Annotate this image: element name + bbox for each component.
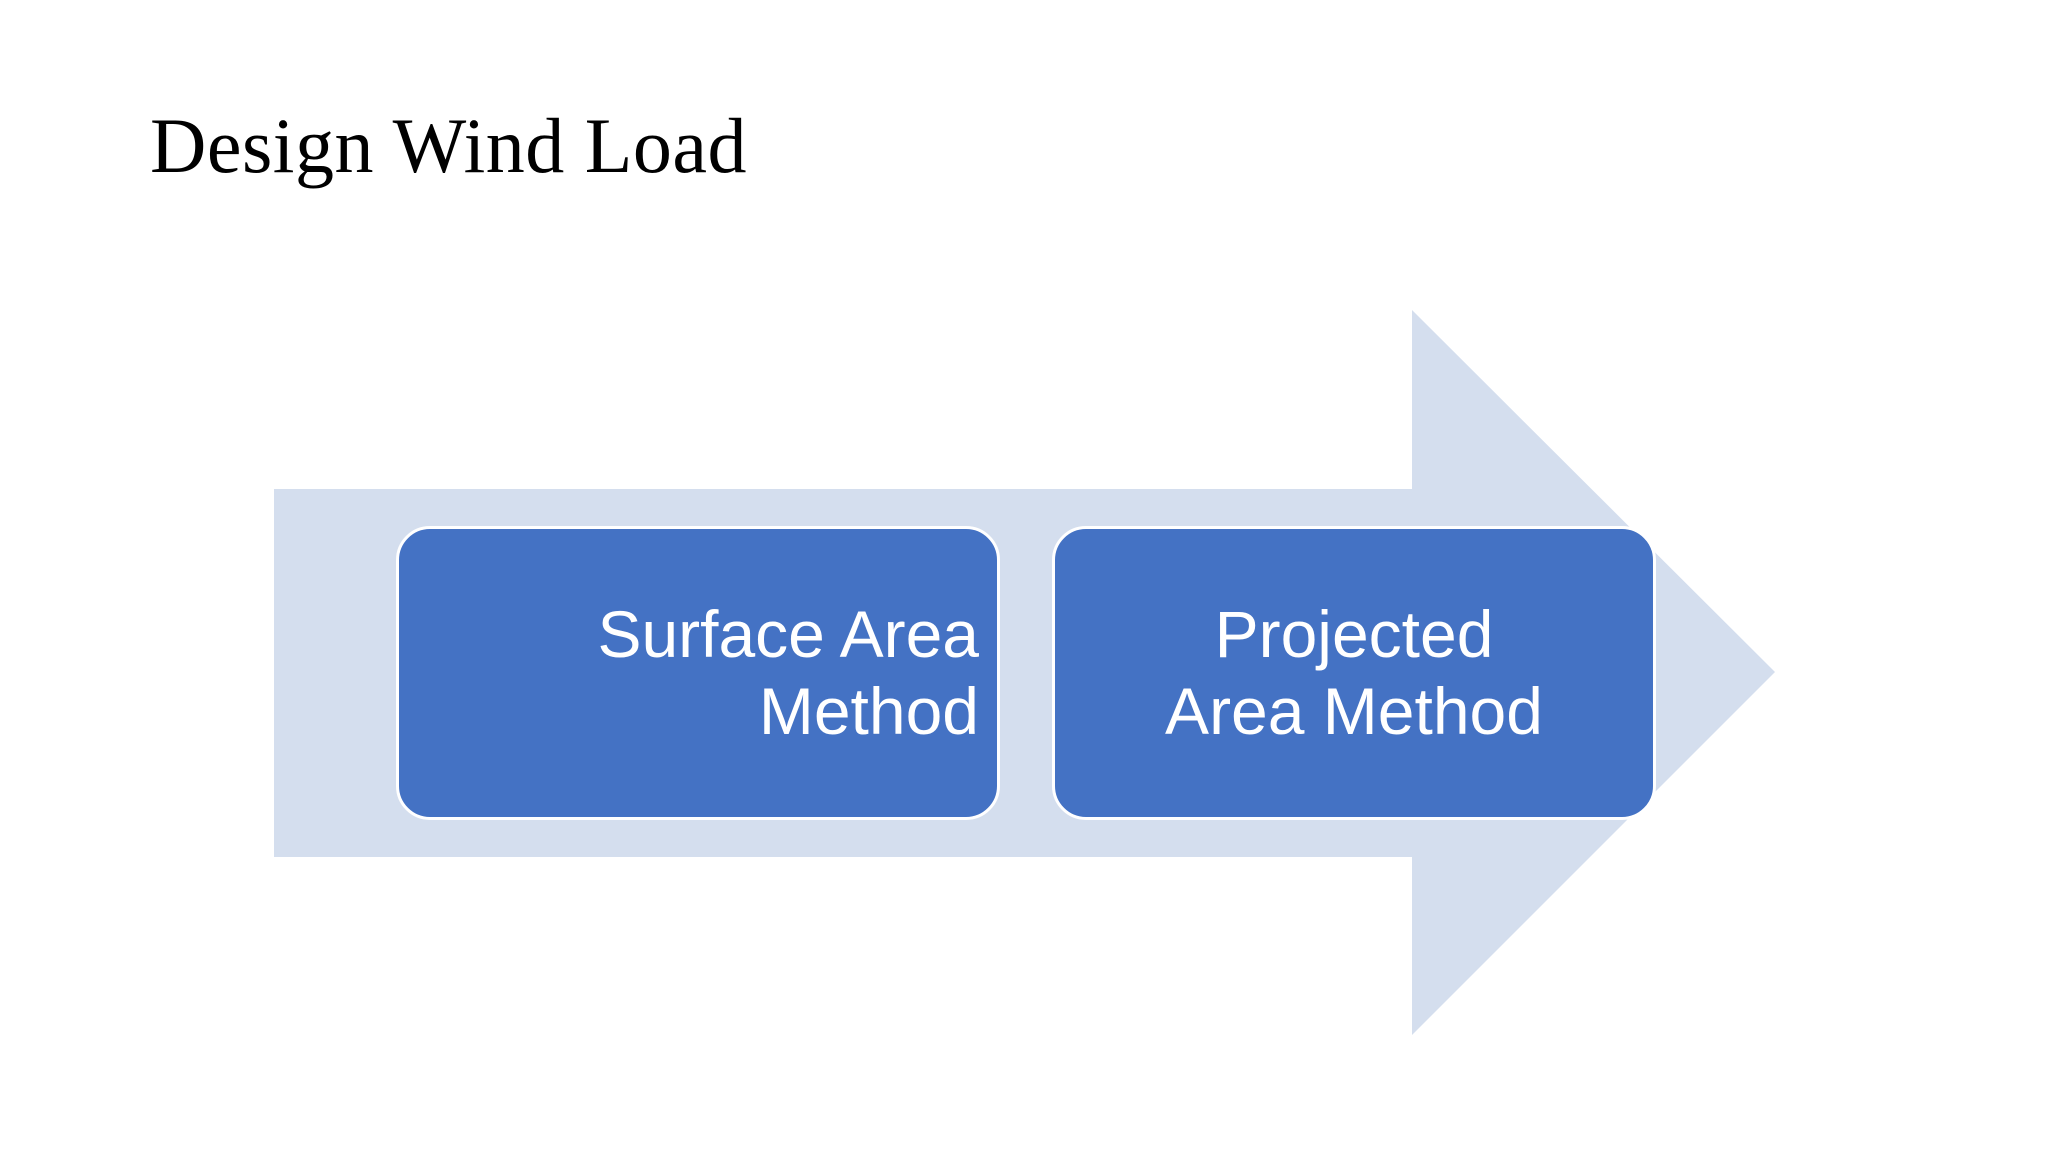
process-box-label: Projected Area Method [1165,596,1543,748]
process-box-label: Surface Area Method [597,596,979,748]
process-box-projected-area-method[interactable]: Projected Area Method [1052,526,1656,820]
page-title: Design Wind Load [150,102,747,189]
process-box-surface-area-method[interactable]: Surface Area Method [396,526,1000,820]
